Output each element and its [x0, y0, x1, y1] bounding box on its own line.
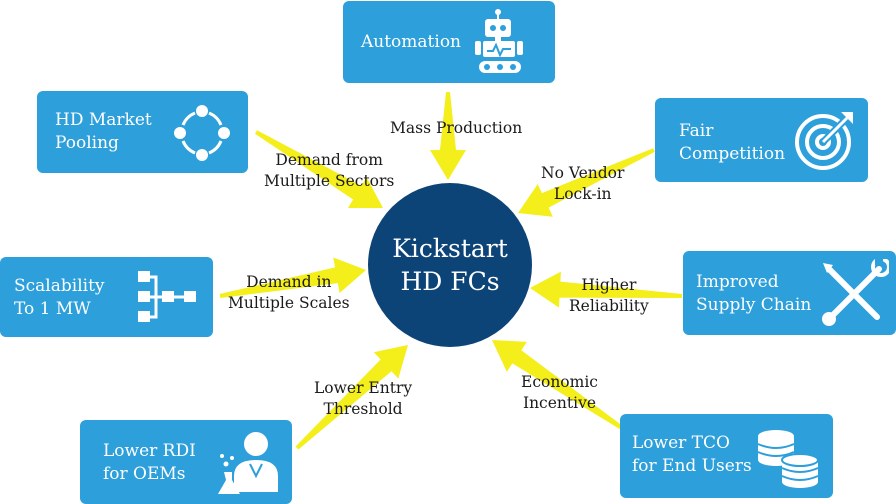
circle-nodes-icon: [174, 105, 230, 161]
scientist-icon: [218, 432, 278, 494]
automation-box: Automation: [343, 1, 555, 83]
improved-supply-chain-box: Improved Supply Chain: [683, 251, 896, 335]
target-icon: [795, 112, 853, 170]
center-title: Kickstart HD FCs: [392, 234, 508, 296]
fair-competition-box: Fair Competition: [655, 98, 868, 182]
lower-tco-box: Lower TCO for End Users: [620, 414, 833, 498]
hd-market-pooling-label: HD Market Pooling: [55, 110, 152, 153]
center-circle: Kickstart HD FCs: [368, 183, 532, 347]
arrow-economic-incentive: [492, 340, 624, 430]
fair-competition-label: Fair Competition: [679, 121, 786, 164]
arrow-demand-scales: [219, 257, 366, 298]
arrow-lower-entry: [295, 345, 408, 450]
arrow-label-economic-incentive: Economic Incentive: [521, 373, 598, 412]
arrow-demand-sectors: [255, 130, 383, 208]
scalability-label: Scalability To 1 MW: [14, 276, 105, 319]
arrow-label-demand-scales: Demand in Multiple Scales: [228, 273, 350, 312]
coins-icon: [757, 430, 819, 488]
arrow-label-lower-entry: Lower Entry Threshold: [314, 379, 413, 418]
robot-icon: [475, 9, 523, 73]
scalability-box: Scalability To 1 MW: [0, 257, 213, 337]
hierarchy-icon: [138, 271, 196, 322]
arrow-higher-reliability: [530, 271, 683, 308]
automation-label: Automation: [361, 32, 461, 52]
tools-icon: [822, 259, 889, 326]
arrow-label-mass-production: Mass Production: [390, 119, 523, 137]
arrow-mass-production: [430, 92, 466, 180]
arrow-label-no-vendor-lockin: No Vendor Lock-in: [541, 164, 625, 203]
lower-rdi-box: Lower RDI for OEMs: [80, 420, 292, 504]
arrow-label-higher-reliability: Higher Reliability: [569, 276, 649, 315]
arrow-label-demand-sectors: Demand from Multiple Sectors: [264, 151, 395, 190]
lower-tco-label: Lower TCO for End Users: [632, 433, 752, 476]
arrow-no-vendor-lockin: [518, 148, 655, 217]
lower-rdi-label: Lower RDI for OEMs: [103, 441, 196, 484]
hd-market-pooling-box: HD Market Pooling: [37, 91, 248, 173]
improved-supply-chain-label: Improved Supply Chain: [696, 272, 812, 315]
